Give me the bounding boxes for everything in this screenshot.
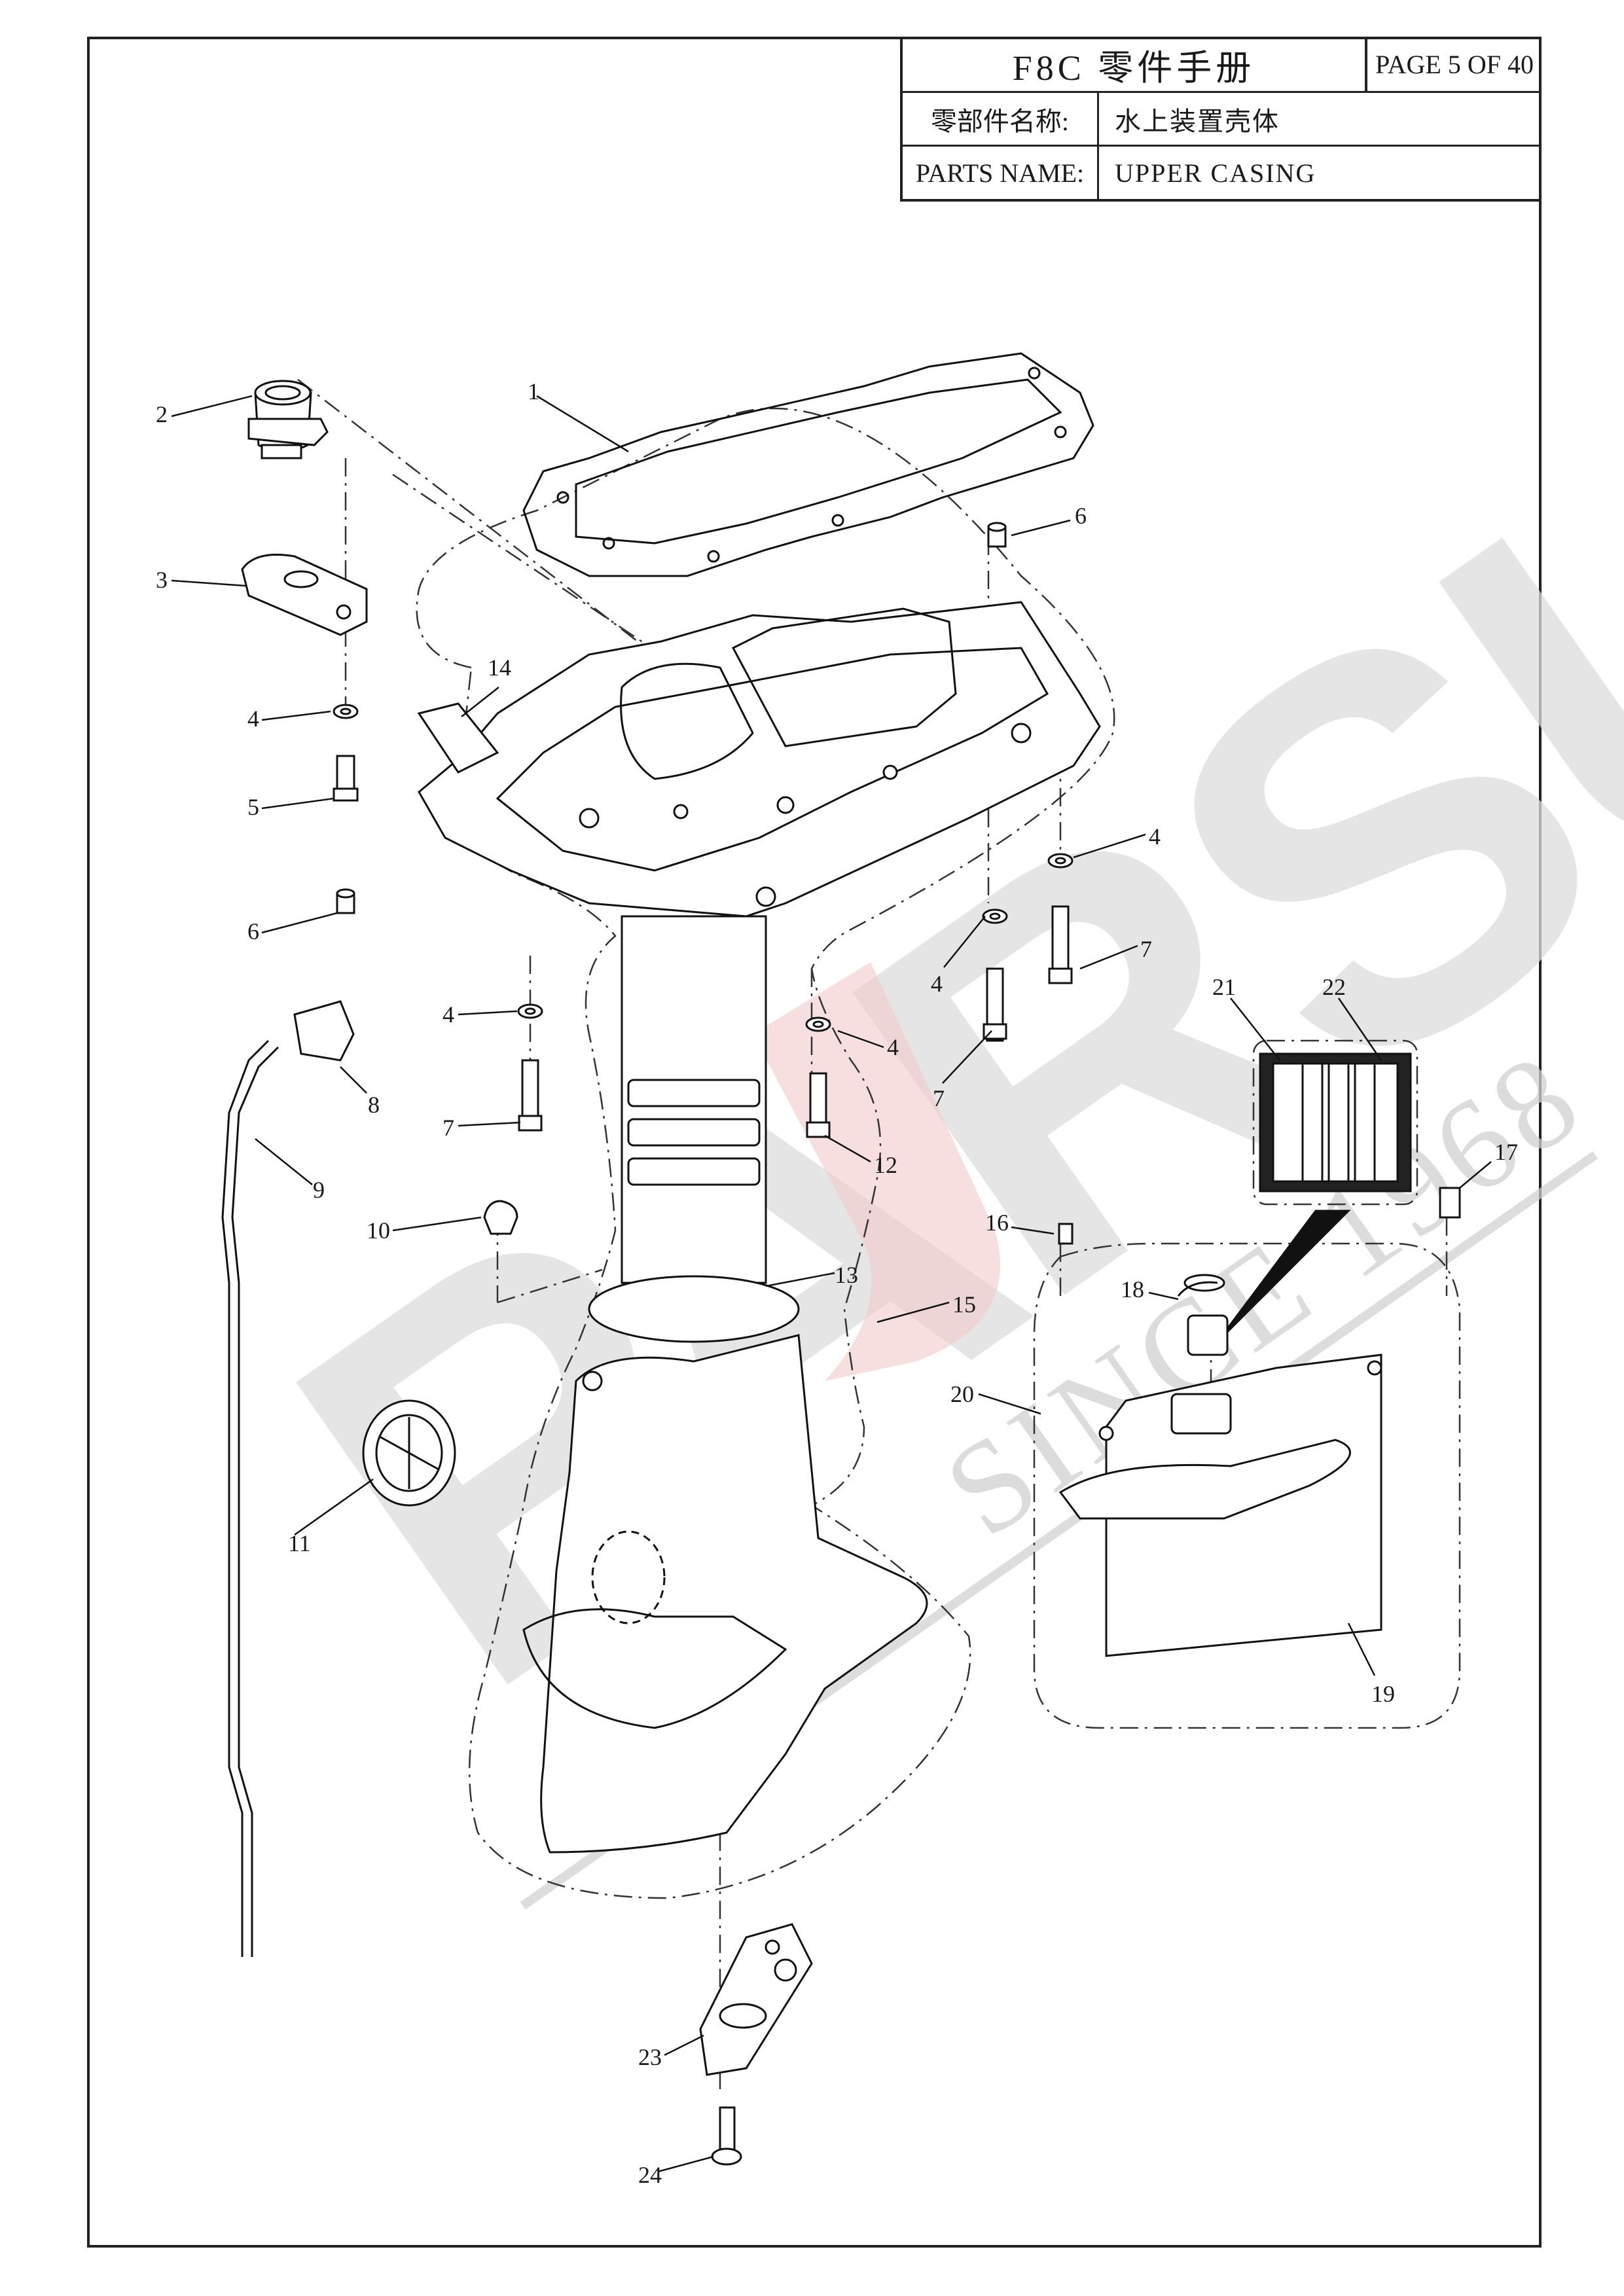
callout-7b: 7 [933, 1085, 945, 1111]
page-label: PAGE 5 OF 40 [1375, 50, 1534, 79]
callout-7a: 7 [1140, 936, 1152, 962]
bearing-detail-box [1252, 1039, 1418, 1206]
part-11-plug [362, 1399, 456, 1507]
callout-leaders [171, 395, 1492, 2173]
callout-24: 24 [638, 2162, 662, 2188]
cn-name-row: 零部件名称: 水上装置壳体 [903, 93, 1542, 147]
en-name-value: UPPER CASING [1115, 158, 1316, 188]
callout-17: 17 [1494, 1139, 1518, 1165]
cn-name-label: 零部件名称: [903, 93, 1099, 145]
top-casing-group-outline [416, 407, 1115, 1899]
callout-18: 18 [1121, 1276, 1144, 1302]
callout-20: 20 [950, 1381, 974, 1407]
callout-11: 11 [288, 1530, 311, 1556]
part-3-bracket [241, 554, 368, 636]
callout-4c: 4 [931, 971, 943, 997]
callout-4a: 4 [247, 706, 259, 732]
callout-6b: 6 [247, 918, 259, 944]
part-2-grommet [247, 380, 329, 459]
part-1-gasket [522, 352, 1094, 577]
callout-21: 21 [1212, 974, 1236, 1000]
callout-13: 13 [835, 1262, 858, 1288]
callout-7c: 7 [442, 1115, 454, 1141]
lower-casing [522, 915, 928, 1854]
en-name-row: PARTS NAME: UPPER CASING [903, 147, 1542, 199]
callout-2: 2 [156, 401, 168, 427]
callout-3: 3 [156, 567, 168, 593]
main-casing-top [417, 601, 1101, 918]
part-23-24-gasket-screw [699, 1923, 813, 2166]
cn-name-value: 水上装置壳体 [1115, 106, 1280, 136]
callout-labels: 1 2 3 4 4 4 4 4 5 6 6 7 7 7 8 9 10 11 12… [156, 378, 1518, 2188]
en-name-label: PARTS NAME: [903, 147, 1099, 199]
callout-23: 23 [638, 2044, 662, 2070]
callout-5: 5 [247, 794, 259, 820]
part-19-20-cavitation-plate [1058, 1354, 1382, 1657]
watermark-brand: PARSUN [200, 75, 1624, 1799]
callout-6a: 6 [1075, 503, 1087, 529]
title-row: F8C 零件手册 PAGE 5 OF 40 [903, 38, 1542, 93]
watermark-red-swoosh [753, 962, 1000, 1381]
callout-19: 19 [1371, 1681, 1395, 1707]
callout-15: 15 [952, 1291, 976, 1318]
callout-1: 1 [528, 378, 539, 404]
title-block: F8C 零件手册 PAGE 5 OF 40 零部件名称: 水上装置壳体 PART… [900, 38, 1542, 202]
callout-14: 14 [488, 655, 511, 681]
callout-22: 22 [1322, 974, 1346, 1000]
manual-title: F8C 零件手册 [903, 38, 1367, 91]
callout-4d: 4 [442, 1001, 454, 1028]
callout-4e: 4 [887, 1034, 899, 1060]
part-8-9-hose [221, 1000, 355, 1957]
callout-12: 12 [874, 1152, 897, 1178]
callout-9: 9 [313, 1177, 325, 1203]
small-hardware [333, 522, 1461, 1245]
bearing-detail [1177, 1052, 1412, 1356]
callout-4b: 4 [1149, 823, 1161, 850]
callout-8: 8 [368, 1092, 380, 1118]
callout-10: 10 [367, 1217, 390, 1244]
callout-16: 16 [985, 1210, 1009, 1236]
page-frame [87, 37, 1542, 2248]
